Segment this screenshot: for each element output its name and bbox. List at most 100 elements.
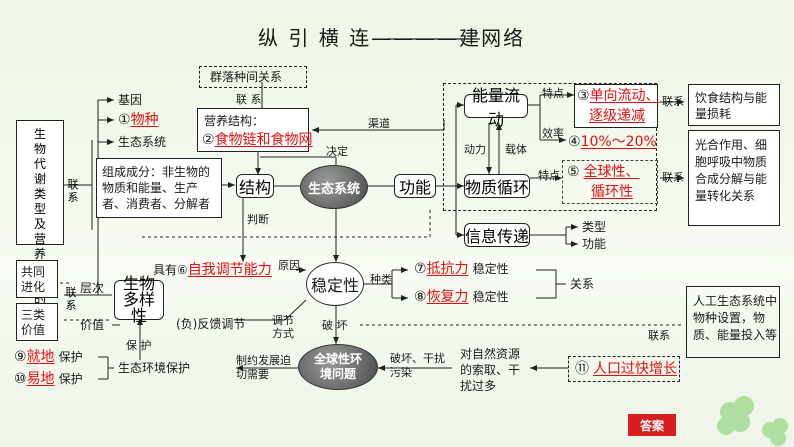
global-issues-node: 全球性环境问题 (298, 344, 378, 390)
nutrition-answer: 食物链和食物网 (214, 132, 313, 148)
nutrition-structure-label: 营养结构： (204, 114, 265, 128)
gene-label: 基因 (118, 93, 143, 107)
diet-structure-box: 饮食结构与能量损耗 (688, 84, 780, 126)
protect-label: 保 护 (126, 339, 152, 352)
species-prefix: ① (118, 112, 131, 128)
material-cycle-node: 物质循环 (464, 174, 530, 198)
resistance-line: ⑦抵抗力稳定性 (414, 262, 509, 276)
info-transfer-node: 信息传递 (464, 223, 530, 247)
coevolution-box: 共同进化 (16, 260, 58, 298)
ecosystem-text: 生态系统 (307, 181, 360, 197)
community-relation-box: 群落种间关系 (199, 66, 307, 88)
link-left-label: 联系 (67, 178, 79, 204)
destroy-label: 破 坏 (322, 319, 348, 332)
ex-situ-prefix: ⑩ (14, 371, 27, 387)
in-situ-prefix: ⑨ (14, 349, 27, 365)
community-relation-text: 群落种间关系 (210, 70, 283, 84)
material-cycle-text: 物质循环 (465, 178, 530, 197)
resistance-answer: 抵抗力 (426, 261, 469, 277)
efficiency-label: 效率 (542, 127, 564, 140)
env-protection-label: 生态环境保护 (118, 361, 191, 375)
feature2-prefix: ⑤ (567, 164, 580, 180)
have-label: 具有⑥自我调节能力 (153, 263, 272, 277)
feature1-prefix: ③ (577, 88, 590, 104)
relation-label: 联 系 (236, 93, 262, 106)
info-type-label: 类型 (582, 220, 607, 234)
stability-text: 稳定性 (310, 276, 359, 295)
in-situ-suffix: 保护 (58, 350, 83, 364)
energy-flow-node: 能量流动 (464, 86, 528, 129)
destroy-disturb-label: 破坏、干扰污染 (390, 352, 445, 379)
value-label: 价值 (80, 318, 105, 332)
recovery-suffix: 稳定性 (472, 290, 509, 304)
species-answer: 物种 (130, 112, 159, 128)
composition-box: 组成成分：非生物的物质和能量、生产者、消费者、分解者 (96, 158, 222, 218)
judge-label: 判断 (247, 213, 269, 226)
photosynthesis-box: 光合作用、细胞呼吸中物质合成分解与能量转化关系 (688, 130, 780, 226)
levels-label: 层次 (80, 281, 105, 295)
urgent-label: 制约发展迫切需要 (236, 354, 291, 381)
biodiversity-text: 生物多样性 (122, 274, 155, 325)
ecosystem-level-label: 生态系统 (118, 135, 167, 149)
page-title: 纵 引 横 连————建网络 (258, 26, 526, 50)
stability-node: 稳定性 (306, 262, 364, 306)
diet-structure-text: 饮食结构与能量损耗 (695, 91, 768, 121)
function-text: 功能 (398, 178, 431, 197)
relation-right-label: 关系 (570, 277, 595, 291)
feature2-answer1: 全球性、 (583, 164, 640, 180)
link-left-label-2: 联系 (65, 286, 77, 312)
coevolution-text: 共同进化 (21, 265, 46, 294)
recovery-line: ⑧恢复力稳定性 (414, 290, 509, 304)
efficiency-answer: 10%～20% (580, 134, 657, 150)
channel-label: 渠道 (368, 117, 390, 130)
resource-text: 对自然资源的索取、干扰过多 (460, 347, 521, 393)
answer-button[interactable]: 答案 (628, 414, 676, 436)
reason-label: 原因 (278, 259, 300, 272)
feature1-line1: ③单向流动、 (577, 89, 660, 103)
feature1-answer1: 单向流动、 (589, 88, 660, 104)
resistance-suffix: 稳定性 (472, 262, 509, 276)
ex-situ-answer: 易地 (26, 371, 55, 387)
self-regulation-answer: 自我调节能力 (187, 262, 272, 278)
ex-situ-line: ⑩易地保护 (14, 372, 83, 386)
function-node: 功能 (394, 174, 436, 198)
feature2-answer2: 循环性 (591, 184, 633, 200)
in-situ-answer: 就地 (26, 349, 55, 365)
carrier-label: 载体 (505, 143, 527, 156)
biodiversity-node: 生物多样性 (114, 276, 164, 324)
overpop-answer: 人口过快增长 (593, 361, 677, 377)
global-issues-text: 全球性环境问题 (313, 352, 362, 381)
link-right-label-1: 联系 (662, 95, 684, 108)
overpop-prefix: ⑪ (575, 361, 589, 377)
nutrition-prefix: ② (202, 132, 215, 148)
recovery-answer: 恢复力 (426, 289, 469, 305)
efficiency-line: ④10%～20% (568, 135, 657, 149)
feature1-label: 特点 (542, 87, 564, 100)
feature1-answer2: 逐级递减 (589, 108, 645, 124)
link-bottom-label: 联系 (648, 329, 670, 342)
species-item: ①物种 (118, 113, 159, 127)
nutrition-answer-line: ②食物链和食物网 (202, 133, 313, 147)
energy-flow-text: 能量流动 (471, 86, 520, 129)
ecosystem-node: 生态系统 (300, 165, 368, 209)
feature1-line2: 逐级递减 (589, 109, 645, 123)
have-prefix: 具有⑥ (153, 263, 188, 277)
ex-situ-suffix: 保护 (58, 372, 83, 386)
artificial-ecosystem-text: 人工生态系统中物种设置，物质、能量投入等 (693, 294, 778, 342)
recovery-prefix: ⑧ (414, 289, 427, 305)
feature2-line2: 循环性 (591, 185, 633, 199)
regulation-method-label: 调节方式 (272, 314, 294, 340)
info-function-label: 功能 (582, 237, 607, 251)
three-values-text: 三类价值 (21, 308, 46, 337)
photosynthesis-text: 光合作用、细胞呼吸中物质合成分解与能量转化关系 (695, 138, 768, 203)
metabolism-box: 生物代谢类型及营养物质的获取 (16, 120, 64, 336)
kinds-label: 种类 (370, 273, 392, 286)
power-label: 动力 (464, 143, 486, 156)
structure-node: 结构 (236, 174, 274, 198)
function-group-box (443, 83, 657, 211)
